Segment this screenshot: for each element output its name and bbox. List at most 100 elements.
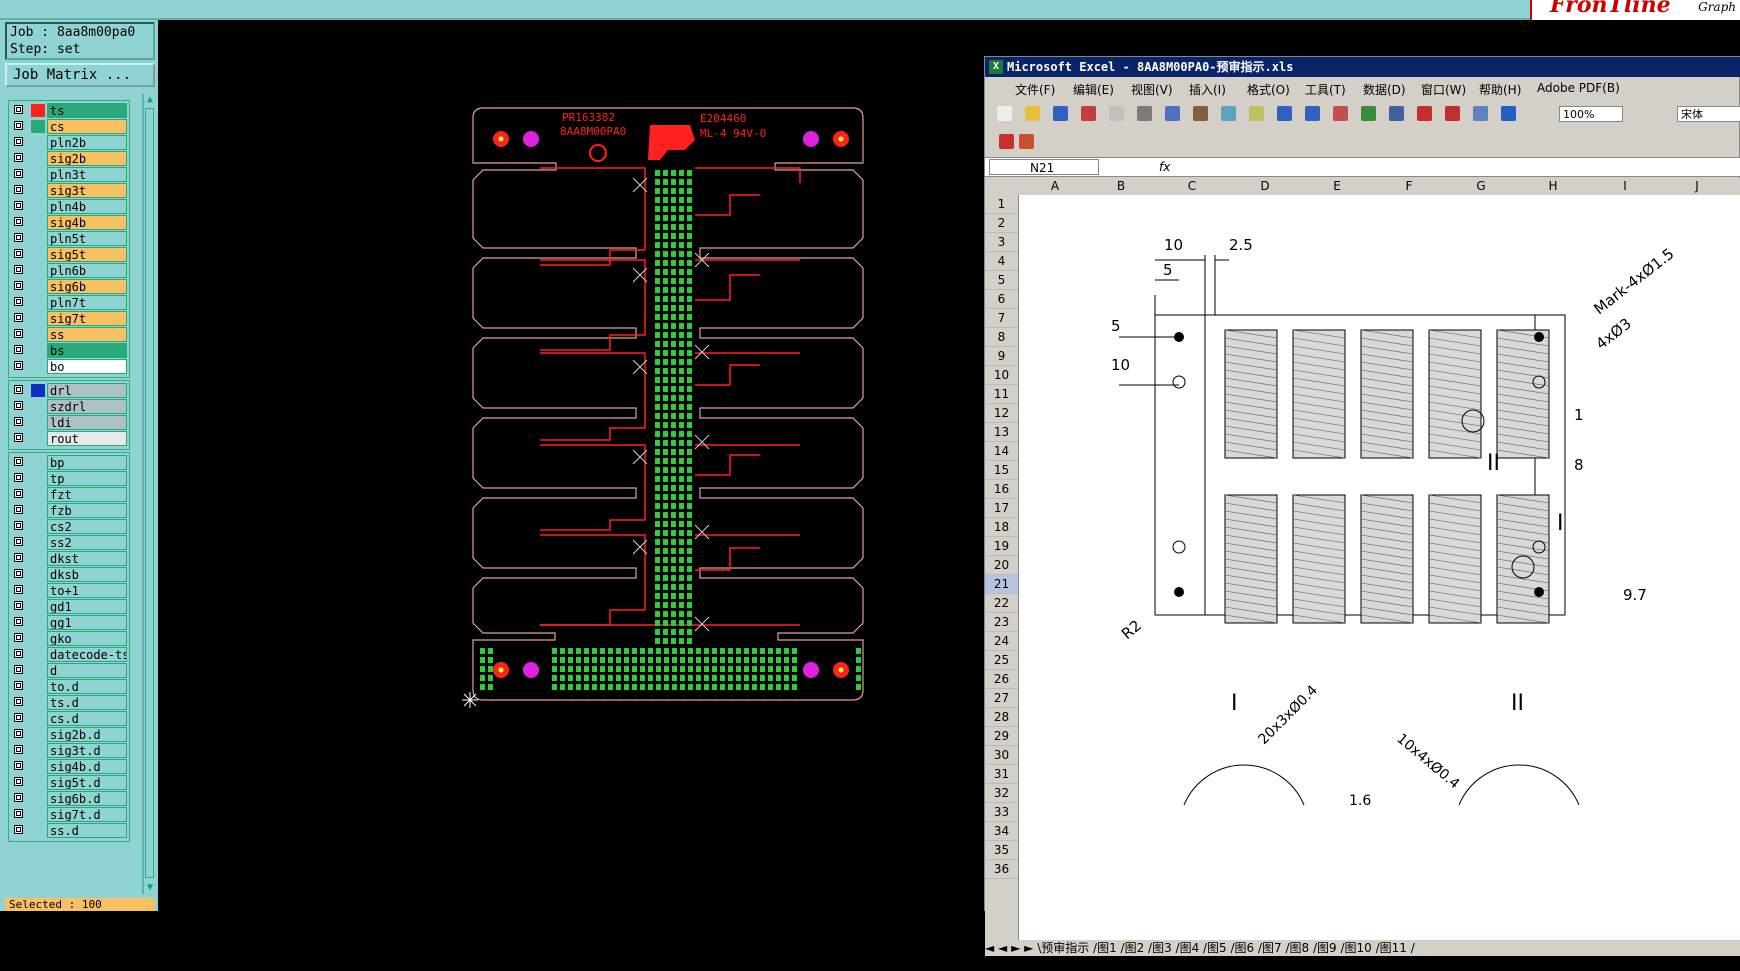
toolbar-button-icon[interactable] (1249, 106, 1264, 121)
layer-row[interactable]: sig5t.d (9, 775, 129, 791)
layer-checkbox[interactable] (14, 697, 23, 706)
layer-checkbox[interactable] (14, 169, 23, 178)
layer-checkbox[interactable] (14, 201, 23, 210)
layer-checkbox[interactable] (14, 361, 23, 370)
layer-checkbox[interactable] (14, 729, 23, 738)
layer-checkbox[interactable] (14, 505, 23, 514)
layer-row[interactable]: sig2b.d (9, 727, 129, 743)
column-header[interactable]: J (1695, 179, 1699, 193)
layer-row[interactable]: gko (9, 631, 129, 647)
toolbar-button-icon[interactable] (1025, 106, 1040, 121)
row-header[interactable]: 3 (985, 233, 1018, 252)
menu-item[interactable]: Adobe PDF(B) (1537, 81, 1620, 95)
layer-row[interactable]: ss2 (9, 535, 129, 551)
layer-row[interactable]: fzb (9, 503, 129, 519)
row-header[interactable]: 6 (985, 290, 1018, 309)
row-header[interactable]: 22 (985, 594, 1018, 613)
layer-row[interactable]: pln3t (9, 167, 129, 183)
layer-name[interactable]: pln6b (47, 263, 127, 278)
menu-item[interactable]: 文件(F) (1015, 83, 1056, 97)
layer-row[interactable]: sig6b.d (9, 791, 129, 807)
layer-name[interactable]: d (47, 663, 127, 678)
menu-item[interactable]: 格式(O) (1247, 83, 1290, 97)
toolbar-button-icon[interactable] (1417, 106, 1432, 121)
row-header[interactable]: 31 (985, 765, 1018, 784)
layer-name[interactable]: cs2 (47, 519, 127, 534)
fx-icon[interactable]: fx (1159, 160, 1171, 174)
layer-checkbox[interactable] (14, 217, 23, 226)
graphic-canvas[interactable]: PR163382 8AA8M00PA0 E204460 ML-4 94V-0 (158, 20, 983, 911)
layer-checkbox[interactable] (14, 121, 23, 130)
layer-name[interactable]: to+1 (47, 583, 127, 598)
menu-item[interactable]: 数据(D) (1363, 83, 1406, 97)
font-select[interactable]: 宋体 (1677, 106, 1740, 122)
row-header[interactable]: 36 (985, 860, 1018, 879)
layer-row[interactable]: cs2 (9, 519, 129, 535)
layer-row[interactable]: sig3t.d (9, 743, 129, 759)
layer-name[interactable]: ss2 (47, 535, 127, 550)
layer-checkbox[interactable] (14, 793, 23, 802)
layer-name[interactable]: dkst (47, 551, 127, 566)
layer-name[interactable]: pln2b (47, 135, 127, 150)
layer-checkbox[interactable] (14, 777, 23, 786)
toolbar-button-icon[interactable] (1333, 106, 1348, 121)
layer-row[interactable]: sig4b (9, 215, 129, 231)
layer-checkbox[interactable] (14, 809, 23, 818)
row-header[interactable]: 30 (985, 746, 1018, 765)
layer-name[interactable]: cs.d (47, 711, 127, 726)
layer-checkbox[interactable] (14, 713, 23, 722)
layer-row[interactable]: pln4b (9, 199, 129, 215)
layer-name[interactable]: rout (47, 431, 127, 446)
row-header[interactable]: 34 (985, 822, 1018, 841)
layer-row[interactable]: drl (9, 383, 129, 399)
layer-row[interactable]: bo (9, 359, 129, 375)
layer-checkbox[interactable] (14, 649, 23, 658)
row-header[interactable]: 24 (985, 632, 1018, 651)
layer-row[interactable]: sig5t (9, 247, 129, 263)
scroll-down-icon[interactable]: ▼ (146, 882, 154, 893)
column-header[interactable]: I (1623, 179, 1627, 193)
row-header[interactable]: 29 (985, 727, 1018, 746)
column-header[interactable]: A (1050, 179, 1060, 193)
layer-row[interactable]: sig6b (9, 279, 129, 295)
layer-name[interactable]: sig5t.d (47, 775, 127, 790)
layer-row[interactable]: ss.d (9, 823, 129, 839)
row-header[interactable]: 2 (985, 214, 1018, 233)
row-header[interactable]: 12 (985, 404, 1018, 423)
layer-checkbox[interactable] (14, 233, 23, 242)
menu-item[interactable]: 插入(I) (1189, 83, 1226, 97)
row-header[interactable]: 25 (985, 651, 1018, 670)
layer-row[interactable]: rout (9, 431, 129, 447)
layer-checkbox[interactable] (14, 457, 23, 466)
toolbar-button-icon[interactable] (1473, 106, 1488, 121)
layer-name[interactable]: szdrl (47, 399, 127, 414)
layer-row[interactable]: pln2b (9, 135, 129, 151)
column-header[interactable]: E (1333, 179, 1341, 193)
layer-row[interactable]: ss (9, 327, 129, 343)
toolbar-button-icon[interactable] (1305, 106, 1320, 121)
name-box[interactable]: N21 (989, 159, 1099, 175)
layer-name[interactable]: sig2b (47, 151, 127, 166)
scroll-thumb[interactable] (145, 108, 154, 878)
layer-name[interactable]: fzt (47, 487, 127, 502)
row-header[interactable]: 11 (985, 385, 1018, 404)
layer-row[interactable]: pln6b (9, 263, 129, 279)
layer-name[interactable]: sig7t (47, 311, 127, 326)
row-header[interactable]: 10 (985, 366, 1018, 385)
row-header[interactable]: 27 (985, 689, 1018, 708)
row-header[interactable]: 18 (985, 518, 1018, 537)
toolbar-button-icon[interactable] (1137, 106, 1152, 121)
layer-name[interactable]: sig4b.d (47, 759, 127, 774)
layer-name[interactable]: sig6b (47, 279, 127, 294)
toolbar-button-icon[interactable] (1221, 106, 1236, 121)
layer-name[interactable]: ldi (47, 415, 127, 430)
column-header[interactable]: C (1187, 179, 1197, 193)
layer-name[interactable]: ss.d (47, 823, 127, 838)
row-header[interactable]: 21 (985, 575, 1018, 594)
toolbar-button-icon[interactable] (1165, 106, 1180, 121)
layer-checkbox[interactable] (14, 473, 23, 482)
layer-checkbox[interactable] (14, 137, 23, 146)
layer-row[interactable]: fzt (9, 487, 129, 503)
row-header[interactable]: 23 (985, 613, 1018, 632)
pdf-email-icon[interactable] (1019, 134, 1034, 149)
